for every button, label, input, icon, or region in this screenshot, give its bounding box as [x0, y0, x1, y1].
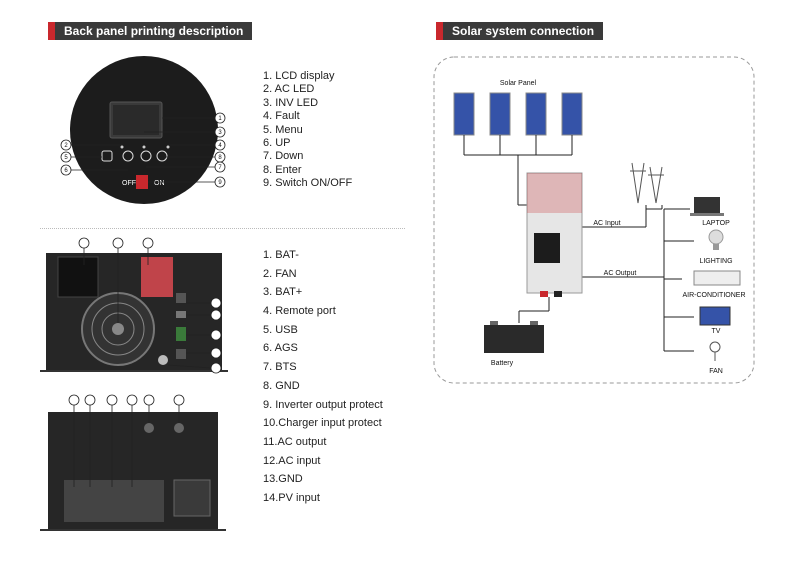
- air-conditioner-icon: [693, 270, 741, 286]
- back-item: 14.PV input: [263, 491, 320, 504]
- solar-connection-diagram: Solar Panel AC Input AC Output: [433, 56, 755, 384]
- callout-1: 1: [218, 116, 222, 122]
- front-item: 9. Switch ON/OFF: [263, 177, 353, 190]
- load-lighting: LIGHTING: [699, 258, 732, 265]
- load-fan: FAN: [709, 368, 723, 375]
- back-item: 5. USB: [263, 323, 298, 336]
- back-item: 3. BAT+: [263, 286, 303, 299]
- callout-4: 4: [218, 143, 222, 149]
- front-item: 3. INV LED: [263, 96, 319, 109]
- gnd-screw: [158, 355, 168, 365]
- back-panel-list: 1. BAT- 2. FAN 3. BAT+ 4. Remote port 5.…: [263, 246, 383, 508]
- terminal-block: [64, 480, 164, 522]
- back-item: 6. AGS: [263, 342, 298, 355]
- remote-port: [176, 293, 186, 303]
- switch-on-label: ON: [154, 180, 165, 187]
- callout-2: 2: [64, 143, 68, 149]
- power-switch: [136, 175, 148, 189]
- bat-minus-terminal: [57, 256, 99, 298]
- solar-system-title: Solar system connection: [443, 22, 604, 40]
- solar-system-header: Solar system connection: [436, 22, 604, 40]
- front-item: 1. LCD display: [263, 70, 335, 82]
- bat-plus-terminal: [141, 257, 173, 297]
- bulb-icon: [708, 229, 724, 250]
- ac-led: [120, 145, 124, 149]
- callout-6: 6: [64, 168, 68, 174]
- front-item: 2. AC LED: [263, 83, 315, 96]
- front-callouts: [60, 112, 226, 188]
- inverter-unit: [526, 172, 583, 297]
- front-item: 4. Fault: [263, 110, 300, 123]
- up-button: [122, 150, 134, 162]
- battery-label: Battery: [491, 360, 514, 367]
- callout-8: 8: [218, 155, 222, 161]
- back-item: 13.GND: [263, 473, 303, 486]
- inverter-display: [534, 233, 560, 263]
- back-panel-header: Back panel printing description: [48, 22, 253, 40]
- battery-icon: [484, 321, 544, 353]
- enter-button: [156, 150, 168, 162]
- back-item: 11.AC output: [263, 435, 327, 448]
- down-button: [140, 150, 152, 162]
- section-divider: [40, 228, 405, 229]
- back-item: 1. BAT-: [263, 249, 299, 261]
- wiring: [463, 135, 694, 352]
- solar-panels: [453, 92, 583, 136]
- ags-port: [176, 327, 186, 341]
- load-tv: TV: [712, 328, 721, 335]
- ac-socket: [173, 479, 211, 517]
- front-item: 7. Down: [263, 150, 304, 163]
- back-panel-device: [40, 237, 228, 374]
- lcd-screen: [113, 105, 159, 135]
- callout-3: 3: [218, 130, 222, 136]
- menu-button: [101, 150, 113, 162]
- front-item: 8. Enter: [263, 163, 302, 176]
- power-tower-icon: [630, 162, 664, 204]
- ac-input-label: AC Input: [593, 220, 620, 227]
- inv-led: [142, 145, 146, 149]
- back-item: 4. Remote port: [263, 305, 336, 318]
- switch-off-label: OFF: [122, 180, 136, 187]
- back-panel-bottom-device: [40, 394, 226, 531]
- back-item: 9. Inverter output protect: [263, 398, 383, 411]
- front-panel-illustration: OFF ON 1 3 4 8 7 9 2 5 6: [60, 56, 226, 204]
- fan-icon: [709, 341, 721, 361]
- load-laptop: LAPTOP: [702, 220, 730, 227]
- callout-9: 9: [218, 180, 222, 186]
- back-item: 2. FAN: [263, 267, 297, 280]
- callout-5: 5: [64, 155, 68, 161]
- back-item: 12.AC input: [263, 454, 321, 467]
- front-item: 6. UP: [263, 136, 291, 149]
- front-leader-lines: [70, 117, 216, 183]
- header-accent: [48, 22, 55, 40]
- laptop-icon: [690, 197, 724, 216]
- bts-port: [176, 349, 186, 359]
- load-air-conditioner: AIR-CONDITIONER: [683, 292, 746, 299]
- charger-input-protect: [174, 423, 184, 433]
- front-item: 5. Menu: [263, 123, 303, 136]
- usb-port: [176, 311, 186, 318]
- ac-output-label: AC Output: [604, 270, 637, 277]
- diagram-frame: [433, 56, 755, 384]
- back-item: 8. GND: [263, 379, 300, 392]
- tv-icon: [699, 306, 731, 326]
- callout-7: 7: [218, 165, 222, 171]
- fault-led: [166, 145, 170, 149]
- back-panel-title: Back panel printing description: [55, 22, 253, 40]
- back-item: 10.Charger input protect: [263, 417, 382, 430]
- front-panel-list: 1. LCD display 2. AC LED 3. INV LED 4. F…: [263, 70, 352, 191]
- back-item: 7. BTS: [263, 361, 297, 374]
- inverter-output-protect: [144, 423, 154, 433]
- header-accent: [436, 22, 443, 40]
- solar-panel-label: Solar Panel: [500, 80, 537, 87]
